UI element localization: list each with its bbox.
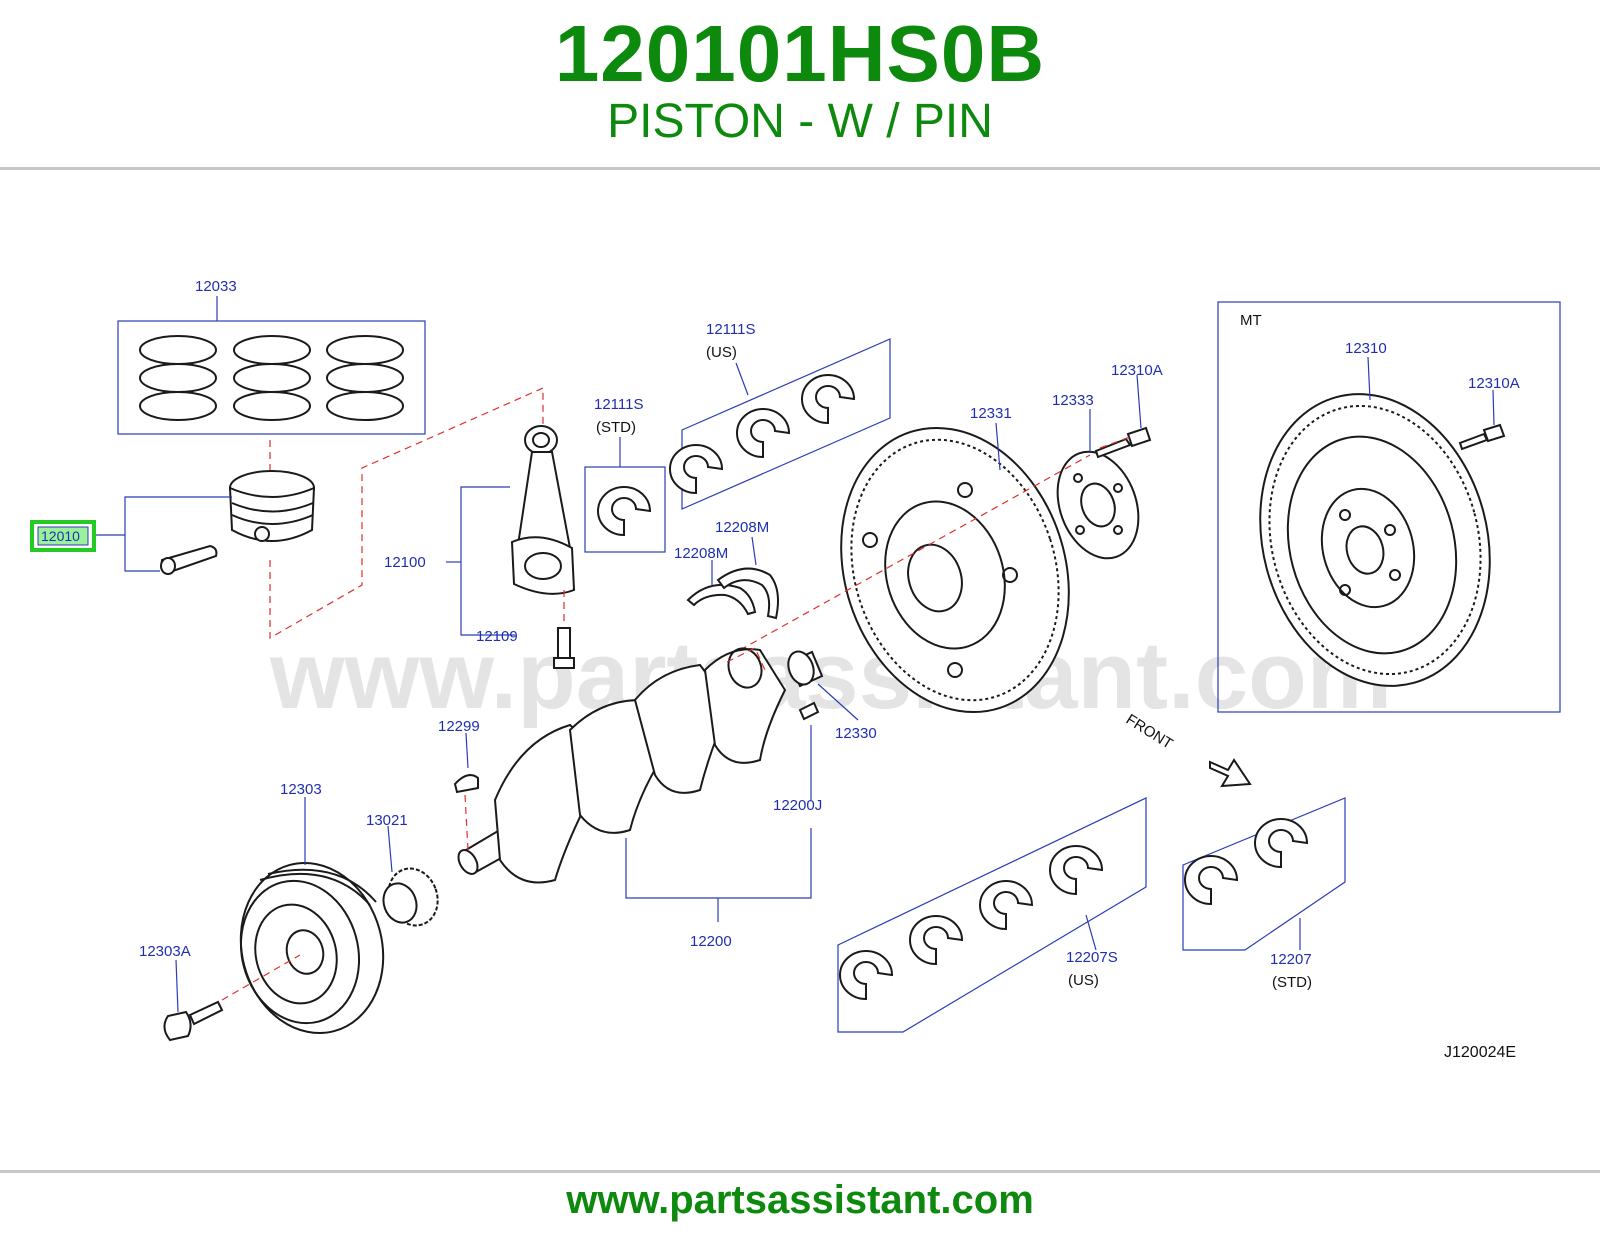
label-us-2: (US) bbox=[1068, 972, 1099, 989]
con-rod-bolt bbox=[557, 627, 571, 661]
front-arrow-icon bbox=[1209, 758, 1252, 788]
bearing-shell-us-3 bbox=[801, 374, 856, 425]
main-bearing-shell-us-3 bbox=[979, 880, 1034, 931]
label-12200j[interactable]: 12200J bbox=[773, 797, 822, 814]
label-12200[interactable]: 12200 bbox=[690, 933, 732, 950]
bearing-std-box bbox=[584, 466, 666, 553]
reinforcement-plate-shape bbox=[1056, 450, 1140, 560]
dowel-pin bbox=[798, 701, 820, 800]
label-12208m-a[interactable]: 12208M bbox=[674, 545, 728, 562]
thrust-washer-1 bbox=[686, 584, 757, 616]
main-bearing-shell-us-4 bbox=[1049, 845, 1104, 896]
piston-ring-set-1 bbox=[139, 335, 217, 421]
label-std-2: (STD) bbox=[1272, 974, 1312, 991]
drive-plate-ring bbox=[840, 426, 1070, 714]
piston-rings-box bbox=[117, 320, 426, 435]
label-12310a-a[interactable]: 12310A bbox=[1111, 362, 1163, 379]
con-rod-small-end bbox=[524, 425, 558, 455]
bearing-shell-us-1 bbox=[669, 444, 724, 495]
con-rod-beam bbox=[516, 451, 572, 550]
footer-url[interactable]: www.partsassistant.com bbox=[566, 1178, 1034, 1222]
label-12109[interactable]: 12109 bbox=[476, 628, 518, 645]
crankshaft: 12200J 12200 bbox=[457, 647, 822, 950]
main-bearings-us-group: 12207S (US) bbox=[837, 797, 1147, 1033]
bearing-shell-std bbox=[597, 486, 652, 537]
crank-pulley: 12303 bbox=[221, 781, 385, 1035]
label-std-1: (STD) bbox=[596, 419, 636, 436]
watermark-text: www.partsassistant.com bbox=[269, 622, 1392, 729]
pulley-bolt: 12303A bbox=[139, 943, 224, 1042]
label-us-1: (US) bbox=[706, 344, 737, 361]
con-rod-bearing-std-group: 12111S (STD) bbox=[584, 396, 666, 553]
footer-divider bbox=[0, 1170, 1600, 1173]
label-12111s-std[interactable]: 12111S bbox=[594, 396, 644, 413]
label-12033[interactable]: 12033 bbox=[195, 278, 237, 295]
piston-ring-set-2 bbox=[233, 335, 311, 421]
main-bearing-shell-us-2 bbox=[909, 915, 964, 966]
label-12333[interactable]: 12333 bbox=[1052, 392, 1094, 409]
main-bearing-shell-std-1 bbox=[1184, 855, 1239, 906]
label-13021[interactable]: 13021 bbox=[366, 812, 408, 829]
main-bearing-shell-std-2 bbox=[1254, 818, 1309, 869]
mt-flywheel-group: MT 12310 12310A bbox=[1217, 301, 1561, 713]
label-12330[interactable]: 12330 bbox=[835, 725, 877, 742]
drawing-code: J120024E bbox=[1444, 1044, 1516, 1061]
main-bearings-std-group: 12207 (STD) bbox=[1182, 797, 1346, 991]
con-rod-big-end bbox=[510, 536, 576, 595]
flywheel-ring bbox=[1259, 393, 1491, 687]
label-12310a-b[interactable]: 12310A bbox=[1468, 375, 1520, 392]
crank-sprocket: 13021 bbox=[366, 812, 439, 927]
reinforcement-plate: 12333 bbox=[1052, 392, 1140, 560]
main-bearing-std-box bbox=[1182, 797, 1346, 951]
main-bearing-us-box bbox=[837, 797, 1147, 1033]
thrust-washer-2 bbox=[716, 567, 779, 620]
flywheel-bolt-1: 12310A bbox=[1094, 362, 1163, 459]
label-12010[interactable]: 12010 bbox=[41, 528, 80, 544]
label-12331[interactable]: 12331 bbox=[970, 405, 1012, 422]
connecting-rod: 12100 12109 bbox=[384, 425, 576, 669]
woodruff-key: 12299 bbox=[438, 718, 480, 851]
pulley-outer bbox=[239, 861, 385, 1035]
pilot-bushing: 12330 bbox=[787, 650, 877, 742]
label-12207s[interactable]: 12207S bbox=[1066, 949, 1118, 966]
label-12299[interactable]: 12299 bbox=[438, 718, 480, 735]
label-12303a[interactable]: 12303A bbox=[139, 943, 191, 960]
label-12207[interactable]: 12207 bbox=[1270, 951, 1312, 968]
piston-rings-group: 12033 bbox=[117, 278, 426, 435]
drive-plate: 12331 bbox=[840, 405, 1070, 714]
bearing-shell-us-2 bbox=[736, 408, 791, 459]
page-header: 120101HS0B PISTON - W / PIN bbox=[0, 0, 1600, 170]
main-bearing-shell-us-1 bbox=[839, 950, 894, 1001]
label-mt: MT bbox=[1240, 312, 1262, 329]
header-divider bbox=[0, 167, 1600, 170]
piston-assembly: 12010 bbox=[30, 387, 544, 640]
part-description: PISTON - W / PIN bbox=[607, 95, 993, 148]
crank-axis-line bbox=[739, 454, 1091, 651]
label-12310[interactable]: 12310 bbox=[1345, 340, 1387, 357]
mt-box bbox=[1217, 301, 1561, 713]
con-rod-bearings-us-group: 12111S (US) bbox=[669, 321, 891, 510]
label-12111s-us[interactable]: 12111S bbox=[706, 321, 756, 338]
thrust-washers: 12208M 12208M bbox=[674, 519, 779, 620]
part-number-title: 120101HS0B bbox=[554, 9, 1046, 98]
piston-skirt bbox=[228, 486, 316, 542]
label-12208m-b[interactable]: 12208M bbox=[715, 519, 769, 536]
piston-ring-set-3 bbox=[326, 335, 404, 421]
label-12303[interactable]: 12303 bbox=[280, 781, 322, 798]
label-12100[interactable]: 12100 bbox=[384, 554, 426, 571]
